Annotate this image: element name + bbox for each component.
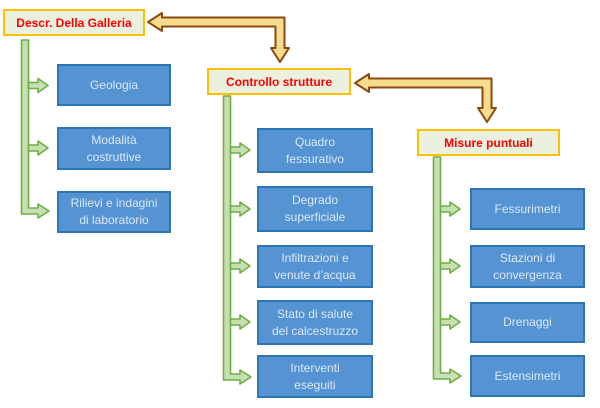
item-geologia: Geologia: [57, 64, 171, 106]
connector-right-bar: [432, 156, 462, 384]
branch-arrow-stazioni: [439, 258, 461, 274]
connector-left-bar: [20, 39, 50, 219]
item-degrado-superficiale: Degrado superficiale: [257, 186, 373, 232]
connector-middle-bar: [222, 95, 252, 385]
item-infiltrazioni-acqua: Infiltrazioni e venute d’acqua: [257, 245, 373, 288]
item-quadro-fessurativo: Quadro fessurativo: [257, 128, 373, 173]
branch-arrow-drenaggi: [439, 314, 461, 330]
header-misure-puntuali: Misure puntuali: [417, 129, 560, 156]
branch-arrow-modalita: [27, 140, 49, 156]
flow-arrow-misure-to-controllo: [354, 73, 497, 123]
item-fessurimetri: Fessurimetri: [470, 188, 585, 230]
item-stato-calcestruzzo: Stato di salute del calcestruzzo: [257, 300, 373, 345]
flow-arrow-controllo-to-descr: [147, 12, 290, 63]
item-estensimetri: Estensimetri: [470, 355, 585, 397]
branch-arrow-infiltrazioni: [229, 258, 251, 274]
item-drenaggi: Drenaggi: [470, 302, 585, 343]
header-controllo-strutture: Controllo strutture: [207, 68, 351, 95]
branch-arrow-geologia: [27, 77, 49, 94]
item-stazioni-convergenza: Stazioni di convergenza: [470, 245, 585, 288]
branch-arrow-stato: [229, 314, 251, 330]
branch-arrow-degrado: [229, 201, 251, 217]
item-rilievi-indagini: Rilievi e indagini di laboratorio: [57, 191, 171, 233]
branch-arrow-fessurimetri: [439, 201, 461, 217]
header-descr-della-galleria: Descr. Della Galleria: [3, 9, 145, 36]
item-modalita-costruttive: Modalità costruttive: [57, 127, 171, 170]
item-interventi-eseguiti: Interventi eseguiti: [257, 355, 373, 398]
branch-arrow-quadro: [229, 142, 251, 158]
